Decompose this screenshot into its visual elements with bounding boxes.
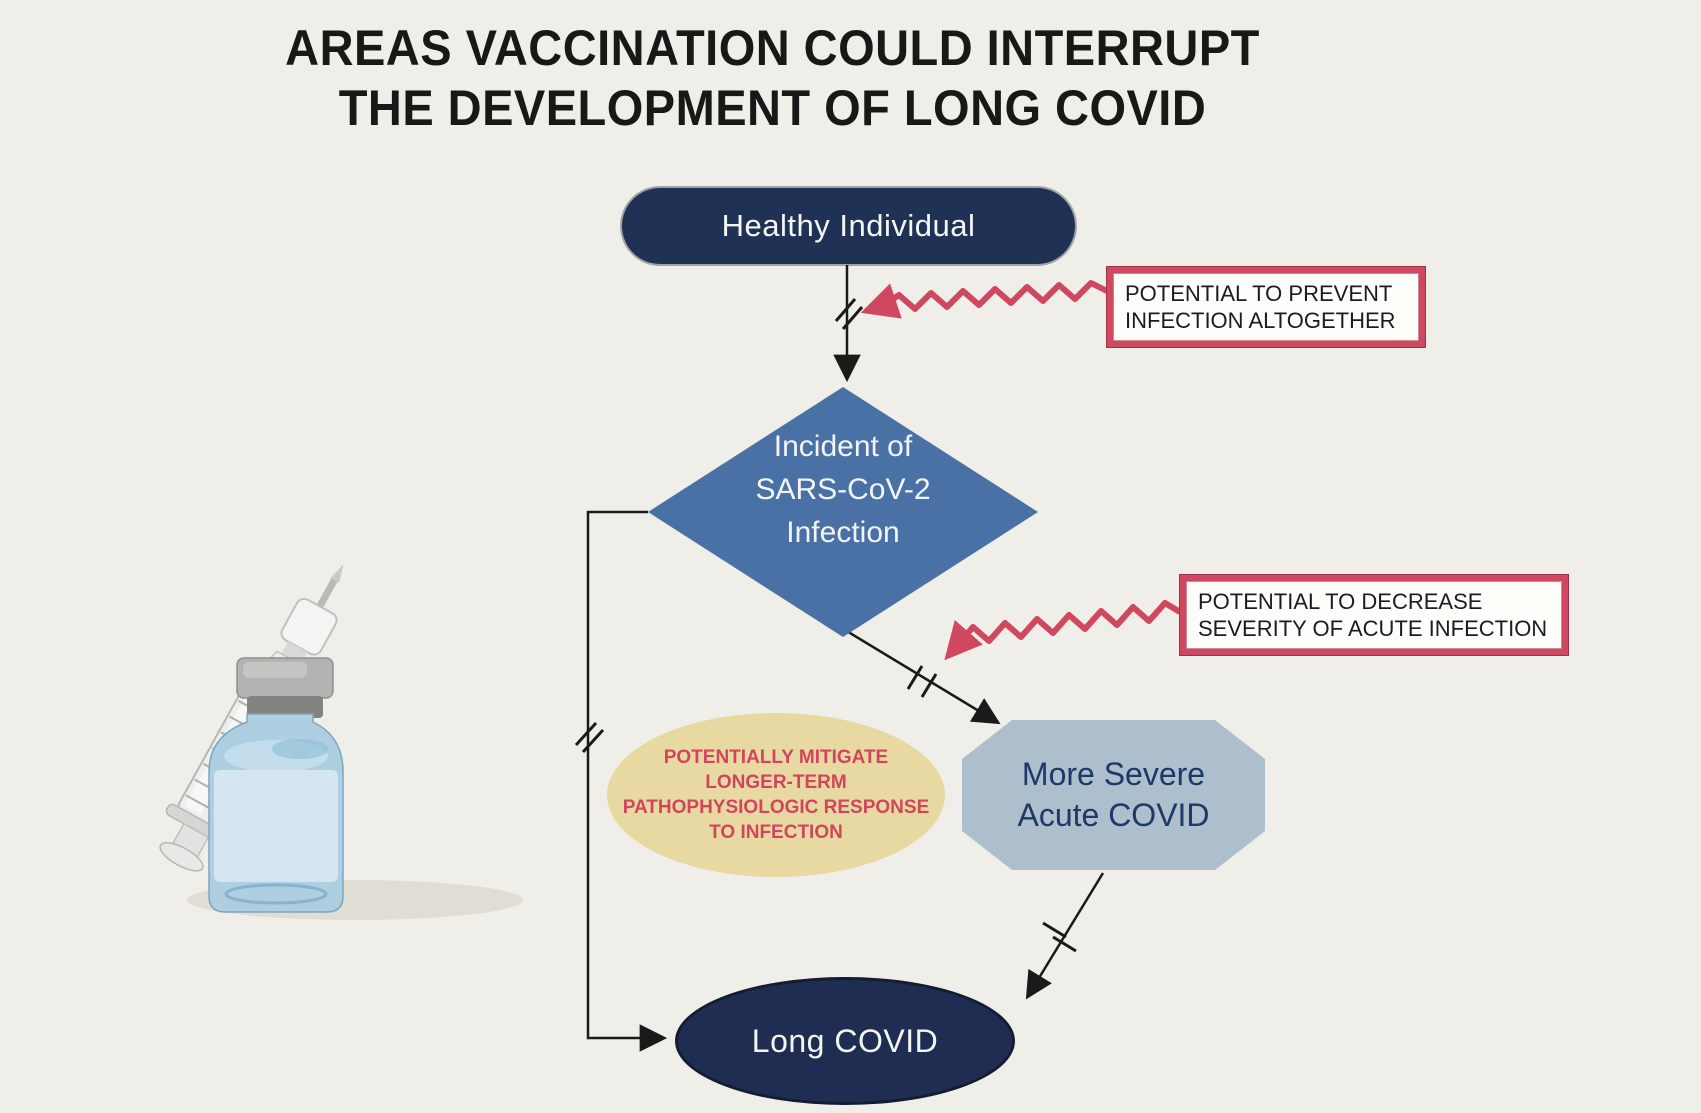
node-label: Healthy Individual	[721, 208, 976, 243]
arrow-severe-to-longcovid	[1025, 872, 1105, 1000]
node-label: POTENTIALLY MITIGATE LONGER-TERM PATHOPH…	[622, 747, 930, 843]
zigzag-arrow-prevent	[860, 280, 1109, 319]
node-more-severe-acute-covid: More Severe Acute COVID	[962, 720, 1265, 870]
callout-line: POTENTIAL TO DECREASE	[1198, 589, 1483, 614]
arrow-incident-to-severe	[844, 628, 1001, 725]
break-mark-icon	[906, 665, 938, 698]
title-line: AREAS VACCINATION COULD INTERRUPT	[285, 20, 1260, 76]
node-label: Incident of SARS-CoV-2 Infection	[755, 429, 931, 549]
node-label: Long COVID	[751, 1022, 939, 1059]
vaccine-illustration	[159, 564, 523, 920]
node-potentially-mitigate: POTENTIALLY MITIGATE LONGER-TERM PATHOPH…	[607, 713, 945, 877]
callout-line: POTENTIAL TO PREVENT	[1125, 281, 1393, 306]
break-mark-icon	[834, 298, 864, 330]
zigzag-arrow-decrease	[944, 600, 1182, 661]
break-mark-icon	[574, 721, 605, 754]
node-label: More Severe Acute COVID	[1017, 756, 1210, 833]
arrow-incident-to-longcovid	[574, 510, 668, 1052]
callout-prevent-infection: POTENTIAL TO PREVENT INFECTION ALTOGETHE…	[1107, 267, 1425, 347]
node-long-covid: Long COVID	[675, 977, 1015, 1105]
node-healthy-individual: Healthy Individual	[622, 188, 1075, 264]
vaccine-vial-icon	[208, 657, 344, 913]
title-line: THE DEVELOPMENT OF LONG COVID	[338, 80, 1207, 136]
callout-decrease-severity: POTENTIAL TO DECREASE SEVERITY OF ACUTE …	[1180, 575, 1568, 655]
page-title: AREAS VACCINATION COULD INTERRUPT THE DE…	[46, 18, 1498, 138]
break-mark-icon	[1042, 921, 1077, 953]
arrow-healthy-to-incident	[833, 265, 864, 383]
callout-line: INFECTION ALTOGETHER	[1125, 308, 1396, 333]
callout-line: SEVERITY OF ACUTE INFECTION	[1198, 616, 1548, 641]
